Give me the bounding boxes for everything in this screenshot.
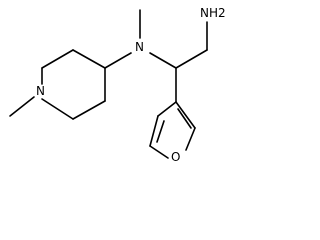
bond-furan-c2-o	[185, 127, 196, 151]
bond-n-c6	[41, 98, 74, 120]
furan-o-label: O	[171, 150, 180, 164]
tertiary-amine-n-label: N	[135, 40, 144, 54]
bond-tertiary-n-ch	[149, 52, 177, 69]
bond-c3-c2	[41, 49, 74, 69]
bond-piperidine-n-methyl	[9, 96, 35, 117]
bond-furan-c5-c4	[149, 115, 159, 147]
bond-c4-tertiary-n	[104, 52, 132, 69]
molecule-diagram: N N O NH2	[9, 6, 226, 164]
bond-furan-c2-c3-double	[177, 108, 192, 129]
piperidine-n-label: N	[36, 84, 45, 98]
bond-furan-c4-c5-double	[156, 120, 165, 143]
furan-ring	[149, 101, 196, 159]
bond-c4-c3	[72, 49, 106, 69]
bond-ch-ch2	[175, 49, 208, 69]
bond-furan-c4-c3	[157, 101, 177, 117]
amine-nh2-label: NH2	[200, 6, 226, 20]
bond-furan-o-c5	[149, 145, 169, 159]
bond-furan-c3-c2	[175, 101, 196, 129]
piperidine-ring	[41, 49, 106, 120]
bond-c6-c5	[72, 100, 106, 120]
